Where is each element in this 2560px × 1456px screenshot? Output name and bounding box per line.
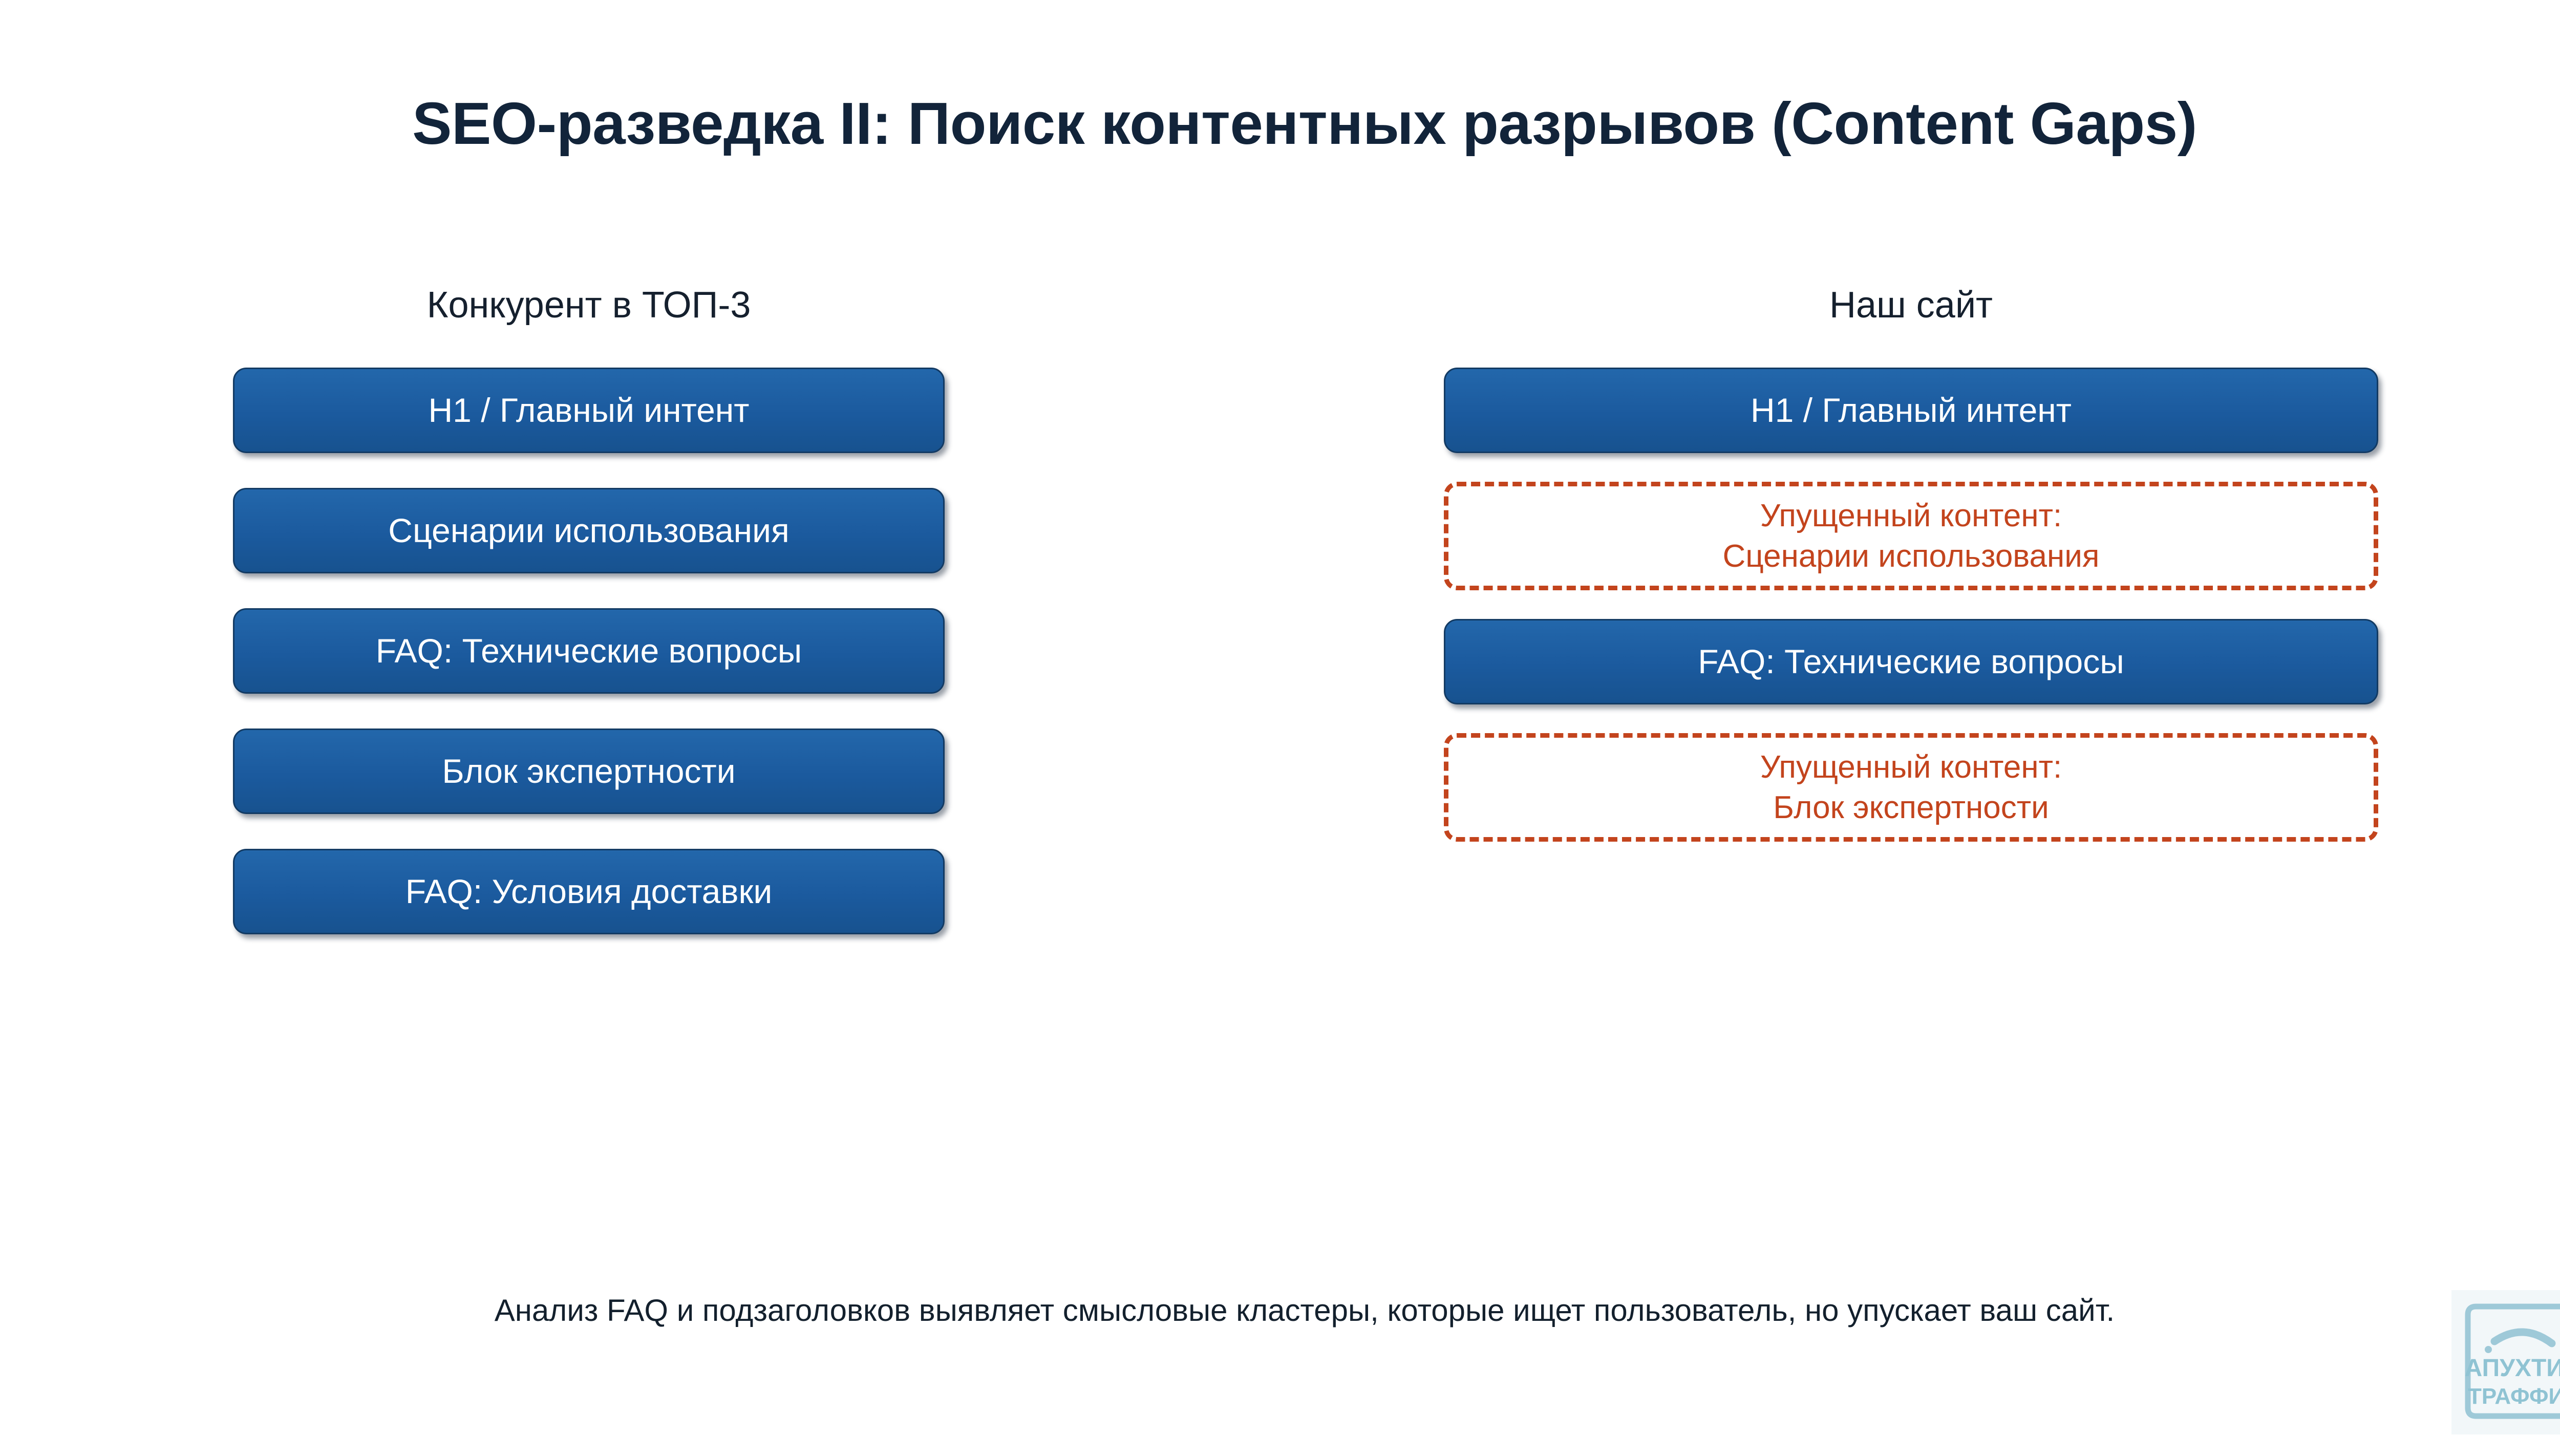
brand-logo-watermark: АПУХТИН ТРАФФИК — [2451, 1290, 2560, 1434]
our-site-gap-use-cases[interactable]: Упущенный контент: Сценарии использовани… — [1444, 482, 2378, 590]
block-label: FAQ: Технические вопросы — [375, 631, 802, 670]
page-title: SEO-разведка II: Поиск контентных разрыв… — [412, 90, 2197, 157]
column-header-our-site: Наш сайт — [1829, 285, 1993, 326]
block-label: Сценарии использования — [388, 511, 790, 549]
block-label: FAQ: Условия доставки — [405, 872, 773, 910]
competitor-block-stack: H1 / Главный интент Сценарии использован… — [233, 368, 945, 934]
competitor-block-use-cases[interactable]: Сценарии использования — [233, 488, 945, 573]
competitor-block-expertise[interactable]: Блок экспертности — [233, 729, 945, 814]
logo-dot-icon — [2485, 1346, 2492, 1353]
gap-label-line2: Блок экспертности — [1773, 790, 2049, 825]
competitor-block-faq-delivery[interactable]: FAQ: Условия доставки — [233, 849, 945, 934]
block-label: H1 / Главный интент — [428, 391, 750, 429]
logo-mark-icon: АПУХТИН ТРАФФИК — [2465, 1303, 2560, 1419]
column-our-site: Наш сайт H1 / Главный интент Упущенный к… — [1444, 287, 2378, 870]
gap-label-line1: Упущенный контент: — [1760, 749, 2062, 785]
block-label: FAQ: Технические вопросы — [1698, 642, 2124, 680]
our-site-block-h1[interactable]: H1 / Главный интент — [1444, 368, 2378, 453]
gap-label-line1: Упущенный контент: — [1760, 498, 2062, 533]
our-site-block-faq-technical[interactable]: FAQ: Технические вопросы — [1444, 619, 2378, 704]
block-label: Блок экспертности — [442, 752, 736, 790]
our-site-block-stack: H1 / Главный интент Упущенный контент: С… — [1444, 368, 2378, 842]
logo-text-line1: АПУХТИН — [2465, 1355, 2560, 1382]
column-competitor: Конкурент в ТОП-3 H1 / Главный интент Сц… — [233, 287, 945, 969]
our-site-gap-expertise[interactable]: Упущенный контент: Блок экспертности — [1444, 733, 2378, 842]
slide-caption: Анализ FAQ и подзаголовков выявляет смыс… — [494, 1293, 2115, 1327]
logo-text-line2: ТРАФФИК — [2468, 1384, 2560, 1409]
competitor-block-faq-technical[interactable]: FAQ: Технические вопросы — [233, 608, 945, 694]
competitor-block-h1[interactable]: H1 / Главный интент — [233, 368, 945, 453]
logo-frame-icon — [2465, 1303, 2560, 1419]
gap-label-line2: Сценарии использования — [1722, 539, 2100, 574]
logo-arc-icon — [2490, 1328, 2556, 1347]
block-label: H1 / Главный интент — [1751, 391, 2072, 429]
column-header-competitor: Конкурент в ТОП-3 — [426, 285, 751, 326]
